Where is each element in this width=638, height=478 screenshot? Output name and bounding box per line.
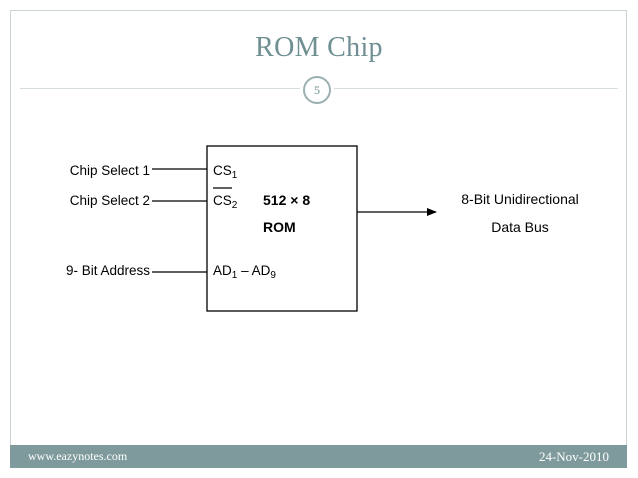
cs1-pin-label: CS1	[213, 163, 238, 181]
chip-select-1-label: Chip Select 1	[70, 163, 150, 178]
address-label: 9- Bit Address	[66, 263, 150, 278]
slide-number-badge: 5	[303, 76, 331, 104]
data-bus-label-line1: 8-Bit Unidirectional	[461, 191, 579, 207]
chip-select-2-label: Chip Select 2	[70, 193, 150, 208]
rom-name-label: ROM	[263, 219, 296, 235]
title-rule-right	[334, 88, 618, 89]
cs2-pin-label: CS2	[213, 193, 238, 211]
footer-date: 24-Nov-2010	[538, 449, 609, 464]
title-rule-left	[20, 88, 300, 89]
address-pin-label: AD1 – AD9	[213, 263, 276, 281]
rom-chip-block	[206, 145, 358, 312]
slide-footer: www.eazynotes.com 24-Nov-2010	[10, 445, 627, 468]
rom-size-label: 512 × 8	[263, 192, 310, 208]
footer-website: www.eazynotes.com	[28, 449, 128, 463]
slide-title: ROM Chip	[255, 32, 383, 63]
data-bus-label-line2: Data Bus	[491, 219, 549, 235]
